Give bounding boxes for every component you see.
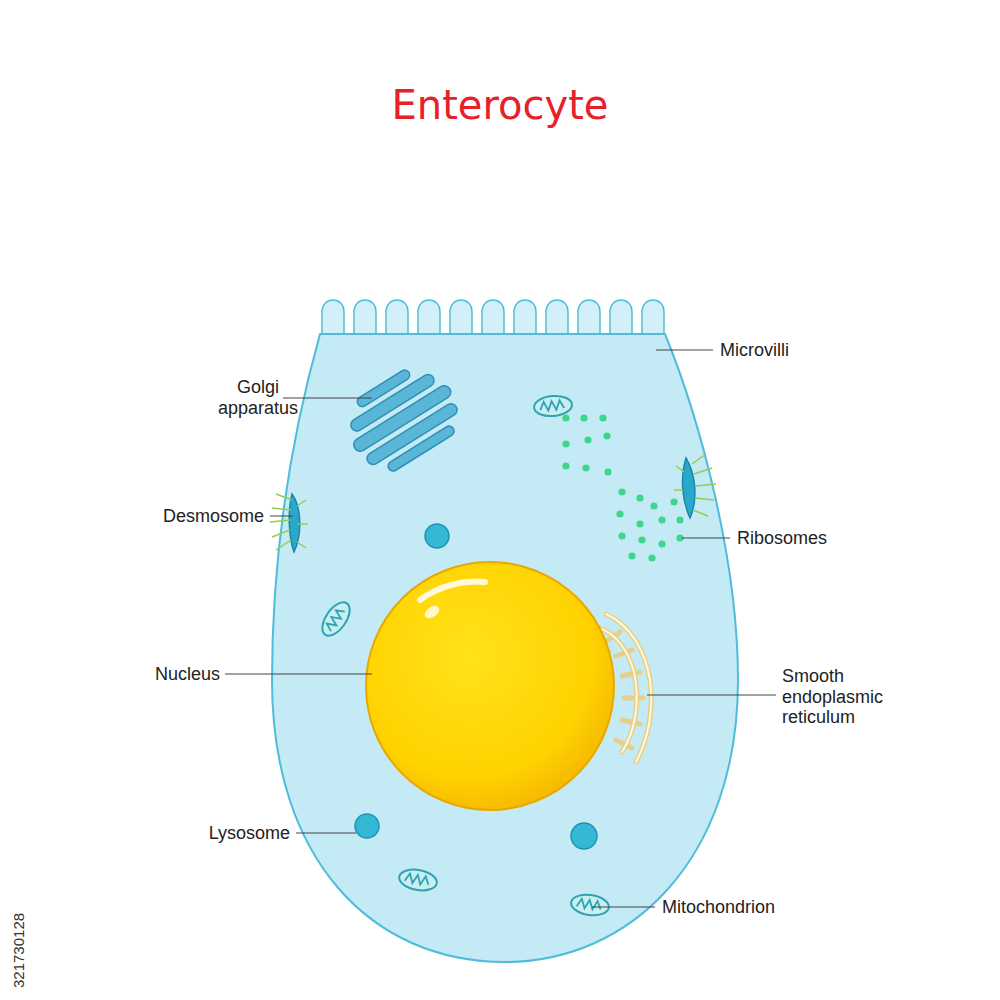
desmosome-drawing xyxy=(270,454,716,552)
part-label: Desmosome xyxy=(163,506,264,527)
cell-membrane xyxy=(272,334,738,962)
leader-lines xyxy=(225,350,776,907)
part-label: Smooth endoplasmic reticulum xyxy=(782,666,894,728)
part-label: Nucleus xyxy=(155,664,220,685)
stock-id-watermark: 321730128 xyxy=(10,913,27,988)
part-label: Mitochondrion xyxy=(662,897,775,918)
part-label: Lysosome xyxy=(209,823,290,844)
part-label: Golgi apparatus xyxy=(203,377,313,418)
golgi-drawing xyxy=(333,354,471,482)
nucleus-drawing xyxy=(366,562,614,810)
part-label: Ribosomes xyxy=(737,528,827,549)
ribosome-drawing xyxy=(562,414,683,561)
part-label: Microvilli xyxy=(720,340,789,361)
mitochondrion-drawing xyxy=(317,394,610,917)
title: Enterocyte xyxy=(0,82,1000,128)
lysosome-drawing xyxy=(355,524,597,849)
